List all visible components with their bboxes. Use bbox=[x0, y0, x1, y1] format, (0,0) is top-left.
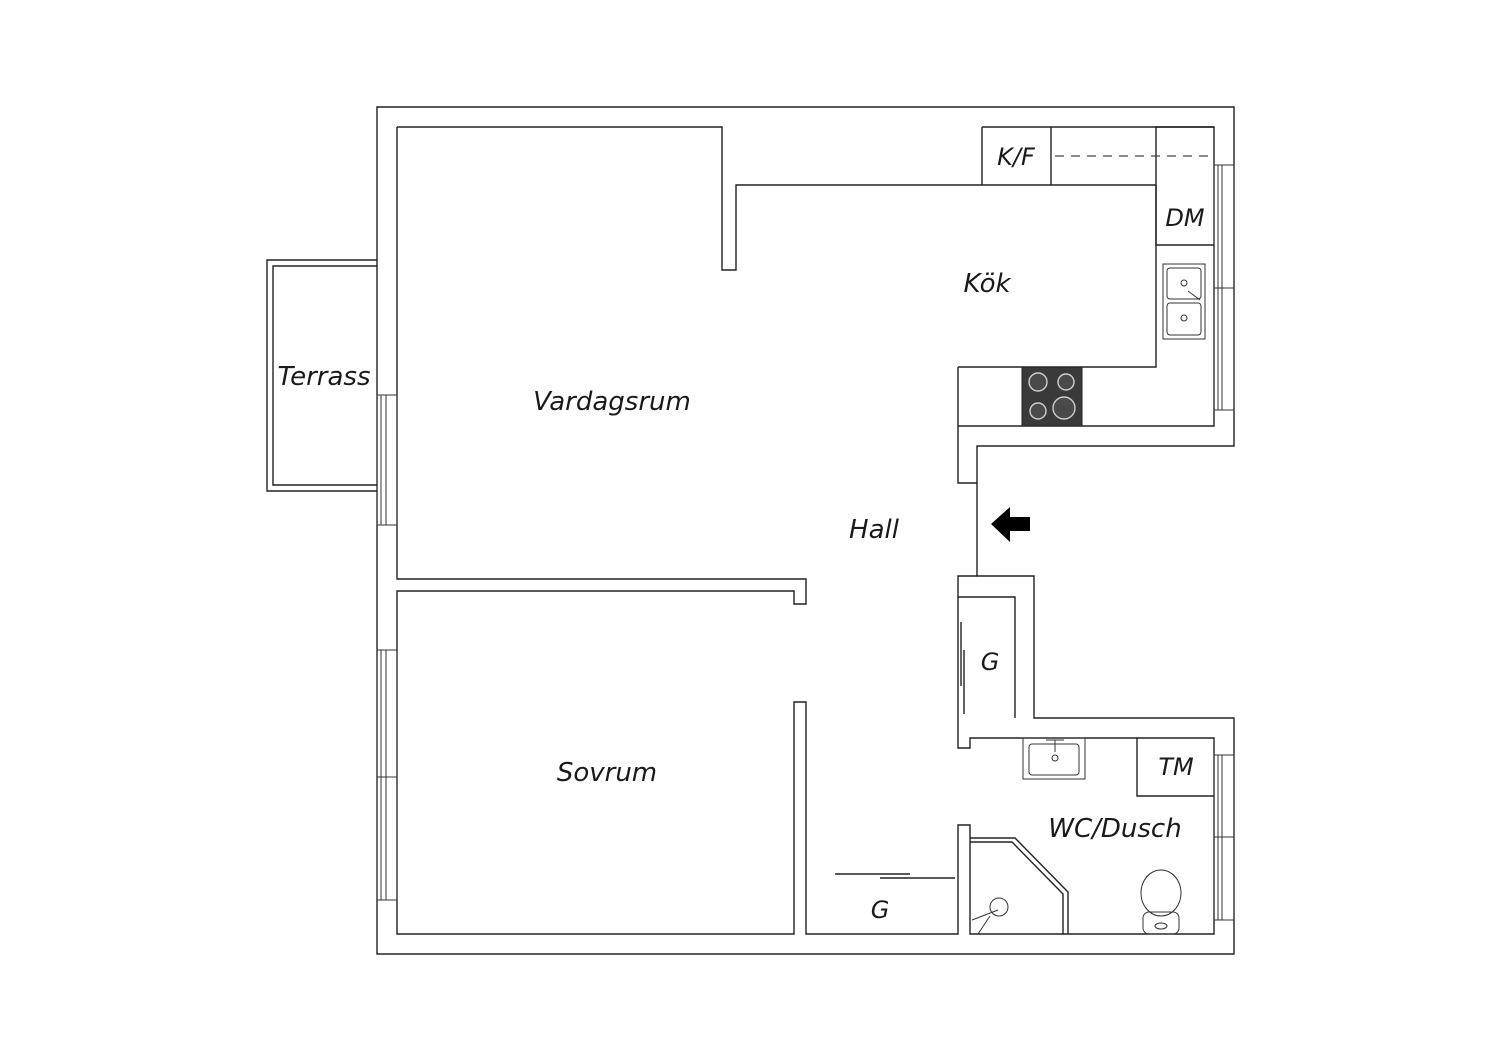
room-label-hall: Hall bbox=[849, 515, 900, 545]
fixture-label-wardrobe-hall: G bbox=[871, 896, 890, 924]
terrace-outline bbox=[266, 259, 377, 492]
outer-wall-inner bbox=[397, 126, 1215, 484]
kitchen-sink-drain-1 bbox=[1180, 279, 1188, 287]
bathroom-faucet bbox=[1046, 739, 1064, 752]
room-label-kitchen: Kök bbox=[963, 269, 1011, 299]
bathroom-sink-bowl bbox=[1028, 743, 1080, 776]
bedroom-window bbox=[376, 649, 398, 901]
wardrobe-door-2 bbox=[835, 873, 955, 879]
room-label-terrace: Terrass bbox=[277, 362, 370, 392]
stove-burner-4 bbox=[1052, 396, 1076, 420]
living-room-window bbox=[376, 394, 398, 526]
fixture-label-washing-machine: TM bbox=[1158, 753, 1194, 781]
stove-burner-2 bbox=[1057, 373, 1075, 391]
wardrobe-door bbox=[960, 622, 965, 714]
kitchen-sink-basin-1 bbox=[1166, 267, 1202, 300]
room-label-bathroom: WC/Dusch bbox=[1048, 814, 1181, 844]
bath-inner-wall bbox=[396, 127, 1215, 935]
fixture-label-fridge-freezer: K/F bbox=[997, 143, 1036, 171]
kitchen-wall-segment bbox=[981, 126, 1214, 185]
stove-burner-1 bbox=[1028, 372, 1048, 392]
kitchen-faucet bbox=[1187, 290, 1201, 301]
kitchen-sink-drain-2 bbox=[1180, 314, 1188, 322]
stove-burner-3 bbox=[1029, 402, 1047, 420]
outer-wall-inner-right bbox=[957, 575, 1016, 718]
fixture-label-dishwasher: DM bbox=[1165, 204, 1204, 232]
kitchen-sink bbox=[1162, 263, 1206, 340]
bathroom-sink bbox=[1022, 737, 1086, 780]
bathroom-sink-drain bbox=[1051, 754, 1059, 762]
washing-machine-box bbox=[1136, 738, 1214, 797]
bathroom-window bbox=[1213, 754, 1235, 921]
fixture-label-wardrobe: G bbox=[981, 648, 1000, 676]
entrance-arrow-icon bbox=[991, 507, 1030, 542]
kitchen-sink-basin-2 bbox=[1166, 302, 1202, 336]
toilet-icon bbox=[1140, 869, 1182, 935]
room-label-living: Vardagsrum bbox=[533, 387, 691, 417]
shower-enclosure bbox=[970, 837, 1069, 934]
room-label-bedroom: Sovrum bbox=[557, 758, 657, 788]
shower-mixer bbox=[971, 909, 999, 935]
kitchen-window bbox=[1213, 164, 1235, 411]
shower-head-icon bbox=[989, 897, 1009, 917]
